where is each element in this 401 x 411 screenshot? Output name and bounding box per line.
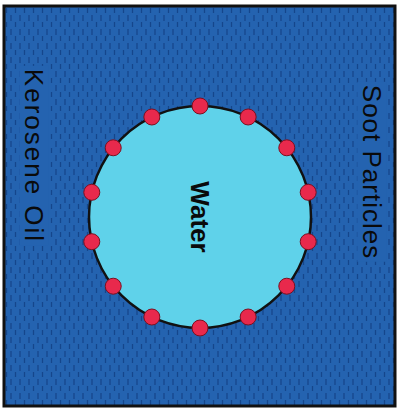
soot-particle	[105, 140, 121, 156]
soot-particle	[84, 184, 100, 200]
soot-particle	[240, 109, 256, 125]
oil-region-box: Kerosene OilWater	[4, 6, 395, 406]
soot-particle	[84, 234, 100, 250]
soot-particle	[192, 320, 208, 336]
liquid-label: Water	[186, 178, 215, 255]
soot-particle	[240, 309, 256, 325]
soot-particle	[192, 98, 208, 114]
soot-particle	[300, 234, 316, 250]
soot-particle	[144, 309, 160, 325]
soot-particle	[279, 278, 295, 294]
soot-particle	[105, 278, 121, 294]
soot-particle	[279, 140, 295, 156]
particle-label: Soot Particles	[358, 82, 387, 262]
soot-particle	[300, 184, 316, 200]
water-drop: Water	[87, 104, 313, 330]
oil-region	[4, 6, 395, 406]
liquid-label: Kerosene Oil	[20, 66, 49, 246]
water-circle	[89, 106, 311, 328]
soot-particle	[144, 109, 160, 125]
